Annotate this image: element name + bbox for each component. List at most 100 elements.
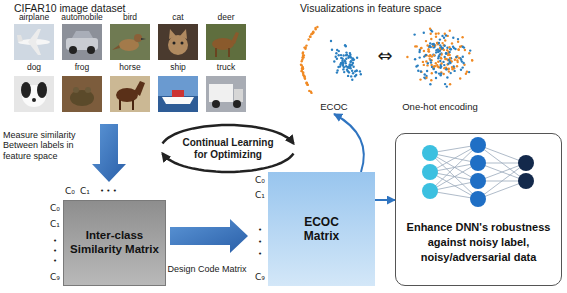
scatter-dot <box>422 61 424 63</box>
scatter-dot <box>338 54 340 56</box>
scatter-dot <box>420 47 422 49</box>
class-index: C₀ <box>255 175 265 185</box>
block-arrow <box>92 124 126 182</box>
scatter-dot <box>468 71 470 73</box>
scatter-dot <box>349 52 351 54</box>
scatter-dot <box>446 49 448 51</box>
scatter-dot <box>456 55 458 57</box>
image-deer <box>215 48 217 57</box>
scatter-dot <box>433 54 435 56</box>
scatter-dot <box>423 64 425 66</box>
scatter-dot <box>443 49 445 51</box>
scatter-dot <box>342 61 344 63</box>
scatter-dot <box>345 62 347 64</box>
scatter-dot <box>347 75 349 77</box>
scatter-dot <box>423 55 425 57</box>
scatter-dot <box>427 50 429 52</box>
scatter-dot <box>347 57 349 59</box>
scatter-dot <box>305 44 307 46</box>
scatter-dot <box>340 54 342 56</box>
image-automobile <box>62 24 102 60</box>
ellipsis-dot: • <box>53 247 57 255</box>
scatter-dot <box>345 51 347 53</box>
scatter-dot <box>406 56 408 58</box>
scatter-dot <box>302 67 304 69</box>
image-bird <box>134 34 142 42</box>
scatter-dot <box>302 51 304 53</box>
scatter-dot <box>423 50 425 52</box>
image-deer <box>206 24 246 60</box>
neural-network <box>430 172 478 199</box>
scatter-dot <box>347 66 349 68</box>
neural-network <box>430 163 478 191</box>
scatter-dot <box>430 38 432 40</box>
box-text: ECOC Matrix <box>291 215 353 244</box>
scatter-dot <box>444 83 446 85</box>
scatter-dot <box>301 67 303 69</box>
scatter-dot <box>359 70 361 72</box>
scatter-dot <box>450 72 452 74</box>
scatter-dot <box>309 35 311 37</box>
scatter-dot <box>345 45 347 47</box>
scatter-dot <box>302 56 304 58</box>
scatter-dot <box>456 59 458 61</box>
scatter-dot <box>440 65 442 67</box>
scatter-dot <box>419 78 421 80</box>
scatter-dot <box>431 43 433 45</box>
neural-network <box>470 155 486 171</box>
image-deer <box>231 32 239 44</box>
image-horse <box>134 81 145 96</box>
scatter-dot <box>418 51 420 53</box>
scatter-dot <box>342 64 344 66</box>
scatter-dot <box>352 72 354 74</box>
image-bird <box>110 24 150 60</box>
ellipsis-dots: • • • <box>100 187 117 195</box>
scatter-dot <box>349 63 351 65</box>
image-truck <box>206 76 246 112</box>
scatter-dot <box>331 49 333 51</box>
block-arrow <box>170 219 248 253</box>
scatter-dot <box>445 58 447 60</box>
scatter-dot <box>471 59 473 61</box>
scatter-dot <box>423 32 425 34</box>
scatter-dot <box>445 68 447 70</box>
scatter-dot <box>430 61 432 63</box>
neural-network <box>422 183 438 199</box>
image-bird <box>141 38 146 40</box>
scatter-dot <box>308 90 310 92</box>
scatter-dot <box>453 70 455 72</box>
panel-title: Visualizations in feature space <box>300 2 442 14</box>
neural-network <box>470 191 486 207</box>
ellipsis-dot: • <box>258 250 262 258</box>
scatter-dot <box>413 33 415 35</box>
ellipsis-dot: • <box>258 226 262 234</box>
scatter-dot <box>440 57 442 59</box>
scatter-dot <box>451 66 453 68</box>
scatter-dot <box>441 35 443 37</box>
scatter-dot <box>431 72 433 74</box>
scatter-dot <box>430 33 432 35</box>
scatter-dot <box>451 68 453 70</box>
image-frog <box>62 76 102 112</box>
scatter-dot <box>455 56 457 58</box>
scatter-dot <box>352 57 354 59</box>
scatter-dot <box>351 70 353 72</box>
scatter-dot <box>360 73 362 75</box>
matrix-box: ECOC Matrix <box>268 172 375 286</box>
scatter-dot <box>300 70 302 72</box>
box-text: Enhance DNN's robustness against noisy l… <box>402 220 555 265</box>
image-frog <box>73 87 79 93</box>
scatter-dot <box>437 32 439 34</box>
scatter-dot <box>445 52 447 54</box>
scatter-dot <box>303 46 305 48</box>
scatter-dot <box>446 85 448 87</box>
scatter-dot <box>444 45 446 47</box>
box-text: Inter-class Similarity Matrix <box>68 229 161 257</box>
scatter-dot <box>310 33 312 35</box>
image-cat <box>173 42 176 45</box>
connector-arrow <box>375 199 395 201</box>
result-box: Enhance DNN's robustness against noisy l… <box>395 133 562 286</box>
scatter-dot <box>439 38 441 40</box>
image-automobile <box>72 31 93 38</box>
scatter-dot <box>336 69 338 71</box>
